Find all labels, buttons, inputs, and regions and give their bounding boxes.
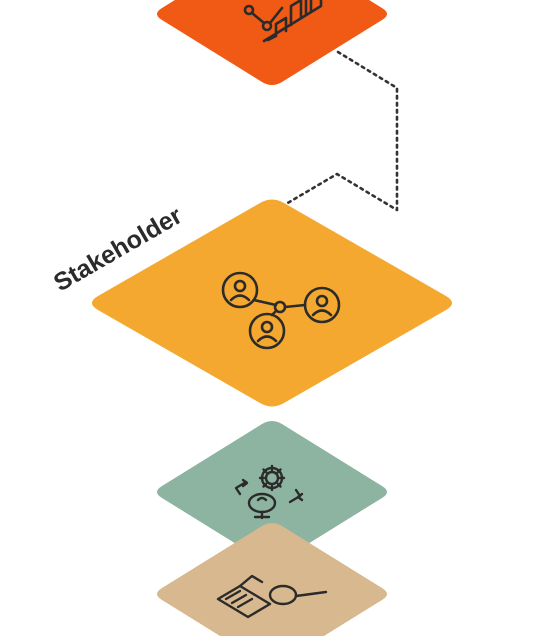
research-diamond [157, 523, 387, 641]
stakeholder-network-icon [221, 271, 341, 350]
analytics-diamond [157, 0, 387, 85]
layer-analytics [157, 0, 387, 85]
innovation-diamond [157, 421, 387, 563]
analytics-chart-icon [243, 0, 323, 43]
document-search-icon [216, 574, 328, 619]
layer-stakeholder: Stakeholder [49, 199, 452, 407]
layer-innovation [157, 421, 387, 563]
layer-research [157, 523, 387, 641]
idea-gear-cycle-icon [234, 464, 304, 520]
